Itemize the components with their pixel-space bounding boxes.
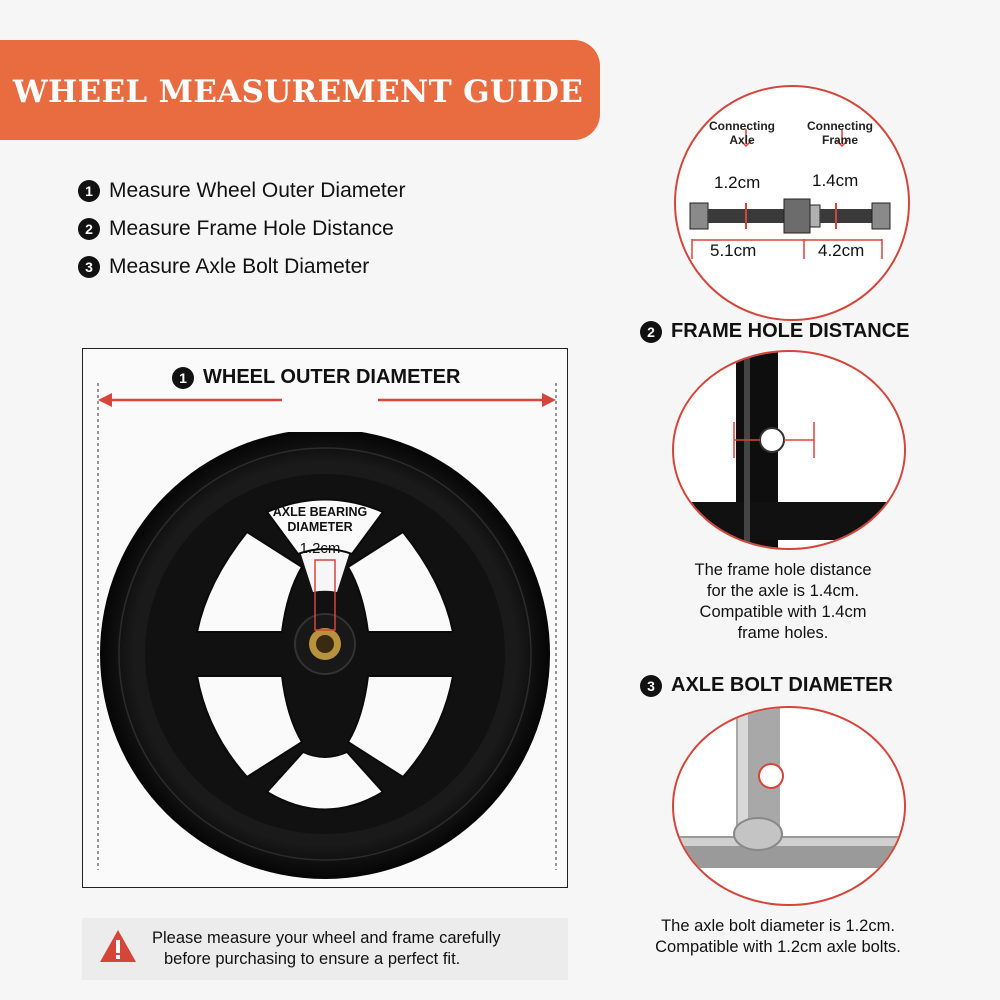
step-number-icon: 2 [78,218,100,240]
page-title: WHEEL MEASUREMENT GUIDE [12,74,584,110]
frame-diameter-value: 1.4cm [812,171,859,190]
axle-bolt-heading: 3 AXLE BOLT DIAMETER [640,674,893,697]
axle-bolt-circle [672,706,906,906]
bearing-value: 1.2cm [299,540,341,557]
notice-box [82,918,568,980]
axle-diameter-value: 1.2cm [714,173,761,192]
warning-icon [100,930,136,962]
title-banner [0,40,600,140]
axle-bolt-image [674,708,904,868]
step-item: 2 Measure Frame Hole Distance [78,210,405,248]
axle-bolt-heading-label: AXLE BOLT DIAMETER [671,674,893,696]
steps-list: 1 Measure Wheel Outer Diameter 2 Measure… [78,172,405,286]
step-item: 3 Measure Axle Bolt Diameter [78,248,405,286]
axle-detail-circle [674,85,910,321]
step-number-icon: 3 [78,256,100,278]
step-number-icon: 3 [640,674,662,697]
axle-image [689,129,891,259]
wheel-image [100,432,550,879]
frame-length-value: 4.2cm [818,241,865,260]
frame-hole-image [674,352,904,548]
notice-text: Please measure your wheel and frame care… [152,929,501,968]
frame-hole-heading: 2 FRAME HOLE DISTANCE [640,320,910,343]
axle-bolt-caption: The axle bolt diameter is 1.2cm. Compati… [655,917,901,956]
frame-hole-heading-label: FRAME HOLE DISTANCE [671,320,910,342]
step-label: Measure Frame Hole Distance [109,217,394,240]
connecting-frame-label: Connecting Frame [807,119,873,147]
connecting-axle-label: Connecting Axle [709,119,775,147]
step-number-icon: 1 [172,366,194,389]
step-item: 1 Measure Wheel Outer Diameter [78,172,405,210]
step-label: Measure Wheel Outer Diameter [109,179,406,202]
bearing-label: AXLE BEARING DIAMETER [272,505,368,534]
step-number-icon: 1 [78,180,100,202]
wheel-diameter-heading: 1 WHEEL OUTER DIAMETER [172,366,460,389]
step-number-icon: 2 [640,320,662,343]
step-label: Measure Axle Bolt Diameter [109,255,370,278]
frame-hole-caption: The frame hole distance for the axle is … [694,561,872,642]
frame-hole-circle [672,350,906,550]
wheel-heading-label: WHEEL OUTER DIAMETER [203,366,461,388]
wheel-diameter-arrow [97,383,557,870]
axle-length-value: 5.1cm [710,241,757,260]
